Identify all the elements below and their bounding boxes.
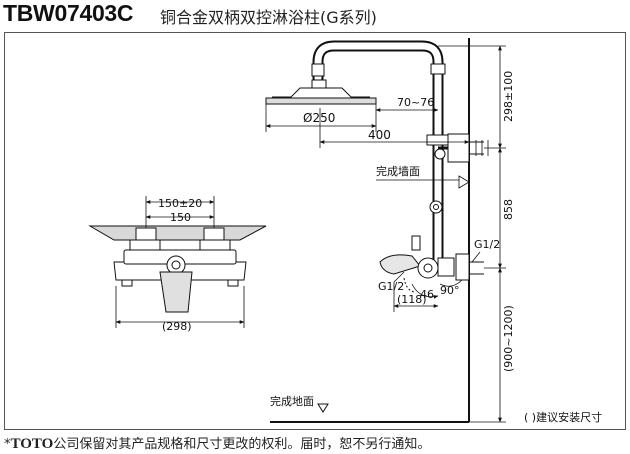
rain-shower-head: [265, 79, 377, 105]
install-note: ( )建议安装尺寸: [524, 410, 602, 424]
dim-valve-width: [115, 286, 245, 328]
thread-right-leader: [471, 251, 481, 263]
footer-disclaimer: *TOTO公司保留对其产品规格和尺寸更改的权利。届时，恕不另行通知。: [4, 433, 430, 453]
footer-brand: TOTO: [10, 436, 54, 452]
dim-arm-reach-label: 400: [368, 128, 391, 142]
thread-right-label: G1/2: [474, 238, 500, 251]
dim-head-offset-label: 70~76: [397, 96, 434, 109]
footer-text: 公司保留对其产品规格和尺寸更改的权利。届时，恕不另行通知。: [53, 437, 431, 452]
thread-left-leader: [393, 271, 405, 283]
dim-vertical-chain: [438, 45, 506, 423]
dim-spout-reach-label: (118): [397, 293, 427, 306]
valve-front-view: [88, 225, 267, 313]
thread-left-label: G1/2: [378, 280, 404, 293]
dim-mid-height-label: 858: [502, 199, 515, 220]
model-number: TBW07403C: [3, 0, 134, 26]
dim-valve-centers: [145, 196, 215, 228]
angle-46-label: 46: [420, 288, 434, 301]
finished-floor-label: 完成地面: [270, 394, 314, 408]
dim-valve-centers-tol-label: 150±20: [158, 197, 202, 210]
footer-symbol: *: [4, 437, 11, 452]
dim-valve-centers-label: 150: [170, 211, 191, 224]
column-sleeves: [311, 63, 450, 214]
dim-head-diameter-label: Ø250: [303, 111, 335, 125]
angle-90-label: 90°: [440, 284, 460, 297]
dim-valve-width-label: (298): [162, 320, 192, 333]
finished-floor-line: [270, 403, 469, 423]
shower-column: [312, 40, 444, 268]
dim-top-height-label: 298±100: [502, 71, 515, 122]
finished-wall-leader: [376, 175, 470, 189]
mixer-body: [379, 235, 484, 293]
header: TBW07403C 铜合金双柄双控淋浴柱(G系列): [0, 0, 630, 28]
finished-wall-label: 完成墙面: [376, 164, 420, 178]
dim-arm-reach: [319, 108, 470, 148]
dim-spout-reach: [393, 282, 439, 312]
dim-bottom-height-label: (900~1200): [502, 305, 515, 372]
angle-arcs: [411, 279, 463, 299]
drawing-frame: [4, 32, 626, 430]
product-title: 铜合金双柄双控淋浴柱(G系列): [160, 8, 377, 27]
